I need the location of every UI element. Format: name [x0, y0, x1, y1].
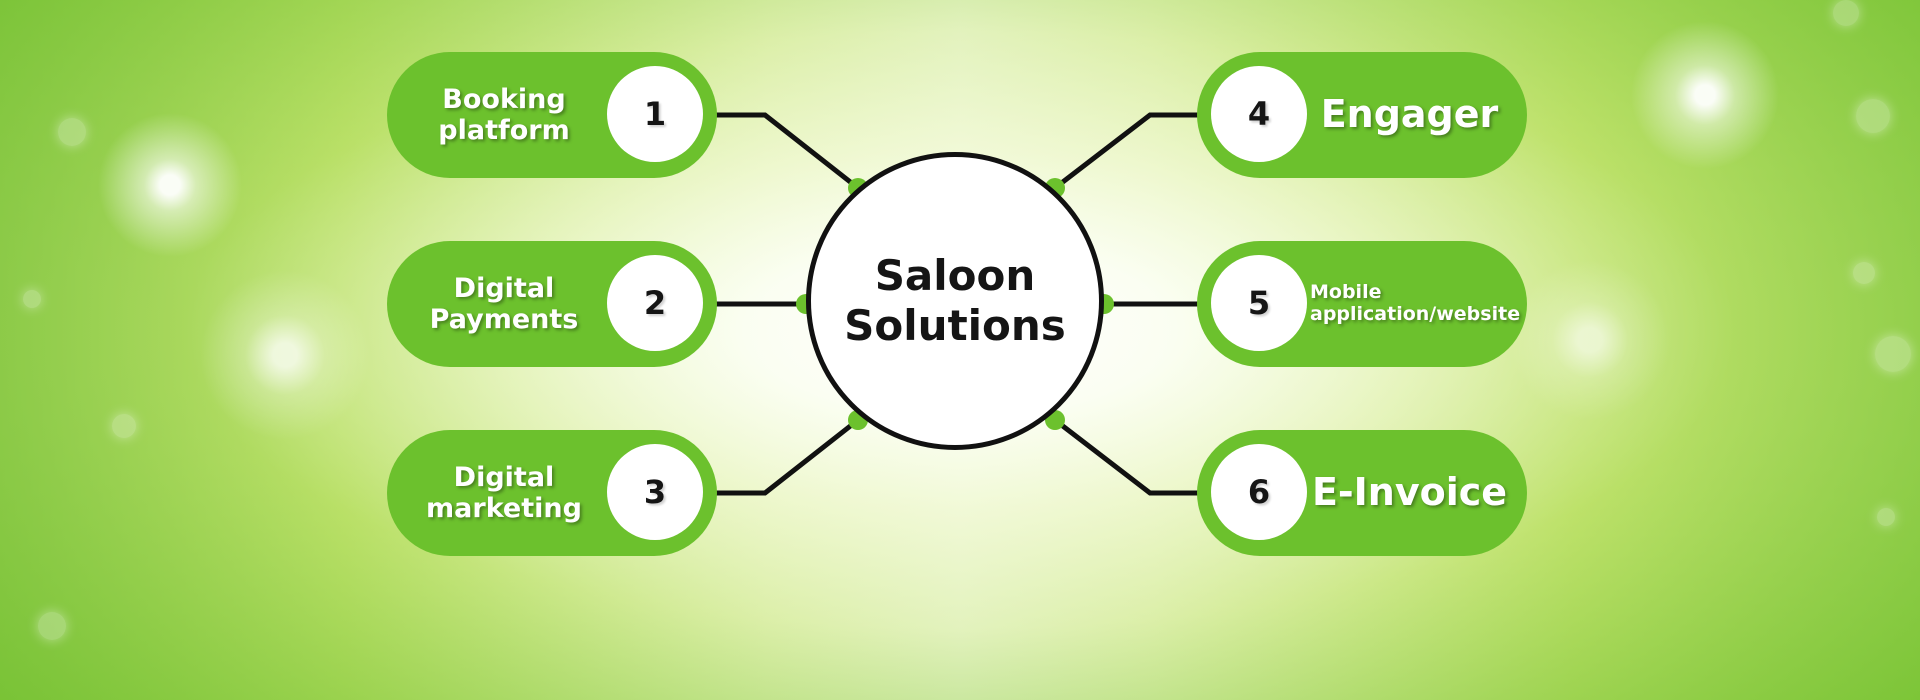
solution-label-1: Booking platform: [438, 83, 570, 146]
solution-pill-1: Booking platform 1: [387, 52, 717, 178]
connector-line-1: [713, 112, 862, 192]
solution-label-3: Digital marketing: [426, 461, 582, 524]
solution-pill-2: Digital Payments 2: [387, 241, 717, 367]
bokeh-light: [23, 290, 41, 308]
solution-pill-3: Digital marketing 3: [387, 430, 717, 556]
solution-pill-4: 4 Engager: [1197, 52, 1527, 178]
number-badge-5: 5: [1211, 255, 1307, 351]
number-badge-6: 6: [1211, 444, 1307, 540]
number-badge-4: 4: [1211, 66, 1307, 162]
solution-label-5: Mobile application/website: [1310, 281, 1521, 325]
bokeh-light: [1856, 99, 1890, 133]
connector-line-6: [1051, 416, 1200, 496]
solution-label-6: E-Invoice: [1311, 470, 1508, 515]
bokeh-light: [1853, 262, 1875, 284]
number-badge-3: 3: [607, 444, 703, 540]
center-node: Saloon Solutions: [806, 152, 1104, 450]
solution-pill-5: 5 Mobile application/website: [1197, 241, 1527, 367]
solution-label-2: Digital Payments: [429, 272, 579, 335]
bokeh-light: [58, 118, 86, 146]
bokeh-light: [112, 414, 136, 438]
center-title: Saloon Solutions: [844, 251, 1066, 350]
number-badge-1: 1: [607, 66, 703, 162]
solution-pill-6: 6 E-Invoice: [1197, 430, 1527, 556]
solution-label-4: Engager: [1320, 92, 1499, 137]
number-badge-2: 2: [607, 255, 703, 351]
connector-line-3: [713, 416, 862, 496]
connector-line-4: [1051, 112, 1200, 192]
bokeh-light: [38, 612, 66, 640]
bokeh-light: [1833, 0, 1859, 26]
bokeh-light: [1877, 508, 1895, 526]
bokeh-light: [1875, 336, 1911, 372]
